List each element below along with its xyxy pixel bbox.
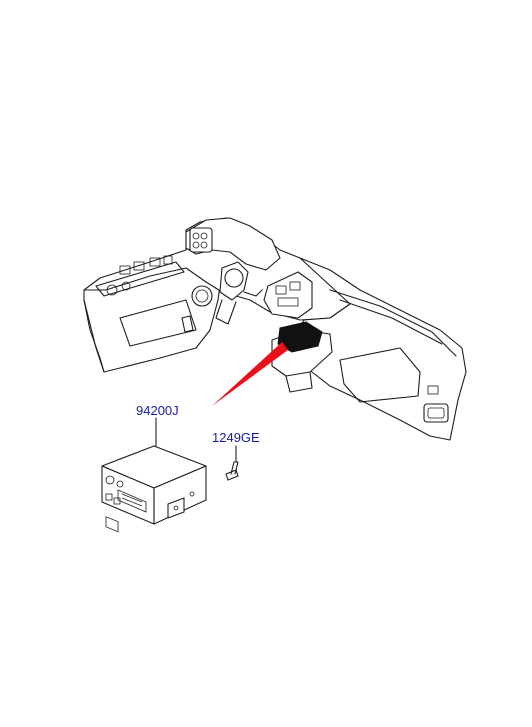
screw-drawing xyxy=(225,461,239,481)
head-unit-drawing xyxy=(101,445,207,533)
install-location-highlight xyxy=(277,321,323,353)
dashboard-illustration xyxy=(83,217,467,441)
screw-part-number: 1249GE xyxy=(212,430,260,445)
head-unit-part-number: 94200J xyxy=(136,403,179,418)
location-leader xyxy=(212,342,288,406)
